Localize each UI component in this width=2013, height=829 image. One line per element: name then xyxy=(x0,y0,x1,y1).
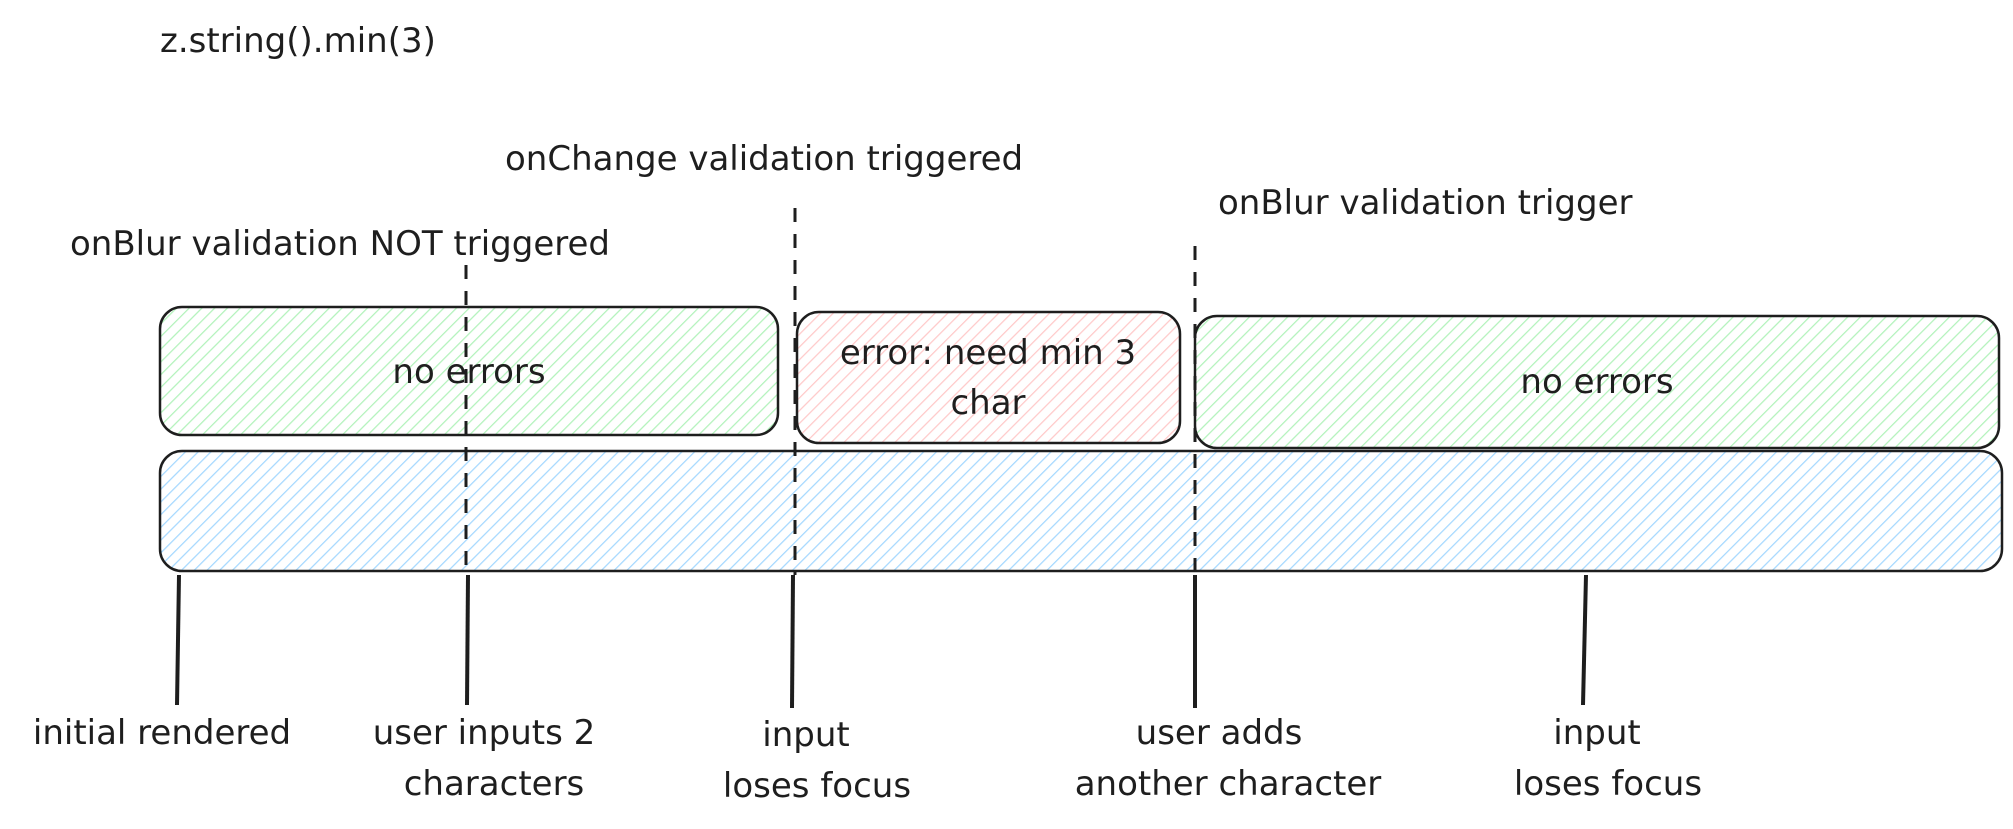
annotation-onblur-not-triggered: onBlur validation NOT triggered xyxy=(70,224,610,264)
event-user-adds-line1: user adds xyxy=(1136,713,1303,753)
annotation-onblur-triggered: onBlur validation trigger xyxy=(1218,183,1632,223)
event-loses-focus-2-line2: loses focus xyxy=(1514,764,1702,804)
tick-initial-rendered xyxy=(175,574,181,706)
error-label-line2: char xyxy=(950,383,1025,423)
state-no-errors-initial: no errors xyxy=(158,305,780,437)
code-label: z.string().min(3) xyxy=(160,21,436,61)
annotation-onchange-triggered: onChange validation triggered xyxy=(505,139,1023,179)
event-initial-rendered: initial rendered xyxy=(33,713,291,753)
tick-user-inputs xyxy=(465,574,470,706)
error-label-line1: error: need min 3 xyxy=(840,333,1136,373)
event-user-inputs-line2: characters xyxy=(404,764,585,804)
state-error-min-length: error: need min 3 char xyxy=(795,310,1182,445)
event-user-adds-line2: another character xyxy=(1075,764,1382,804)
tick-loses-focus-1 xyxy=(790,574,795,709)
event-loses-focus-2-line1: input xyxy=(1553,713,1640,753)
event-loses-focus-1-line2: loses focus xyxy=(723,766,911,806)
tick-loses-focus-2 xyxy=(1581,574,1588,706)
input-timeline-bar xyxy=(158,449,2004,573)
state-label: no errors xyxy=(392,352,545,392)
event-user-inputs-line1: user inputs 2 xyxy=(373,713,596,753)
state-label: no errors xyxy=(1520,362,1673,402)
event-loses-focus-1-line1: input xyxy=(762,715,849,755)
state-no-errors-final: no errors xyxy=(1193,314,2001,450)
